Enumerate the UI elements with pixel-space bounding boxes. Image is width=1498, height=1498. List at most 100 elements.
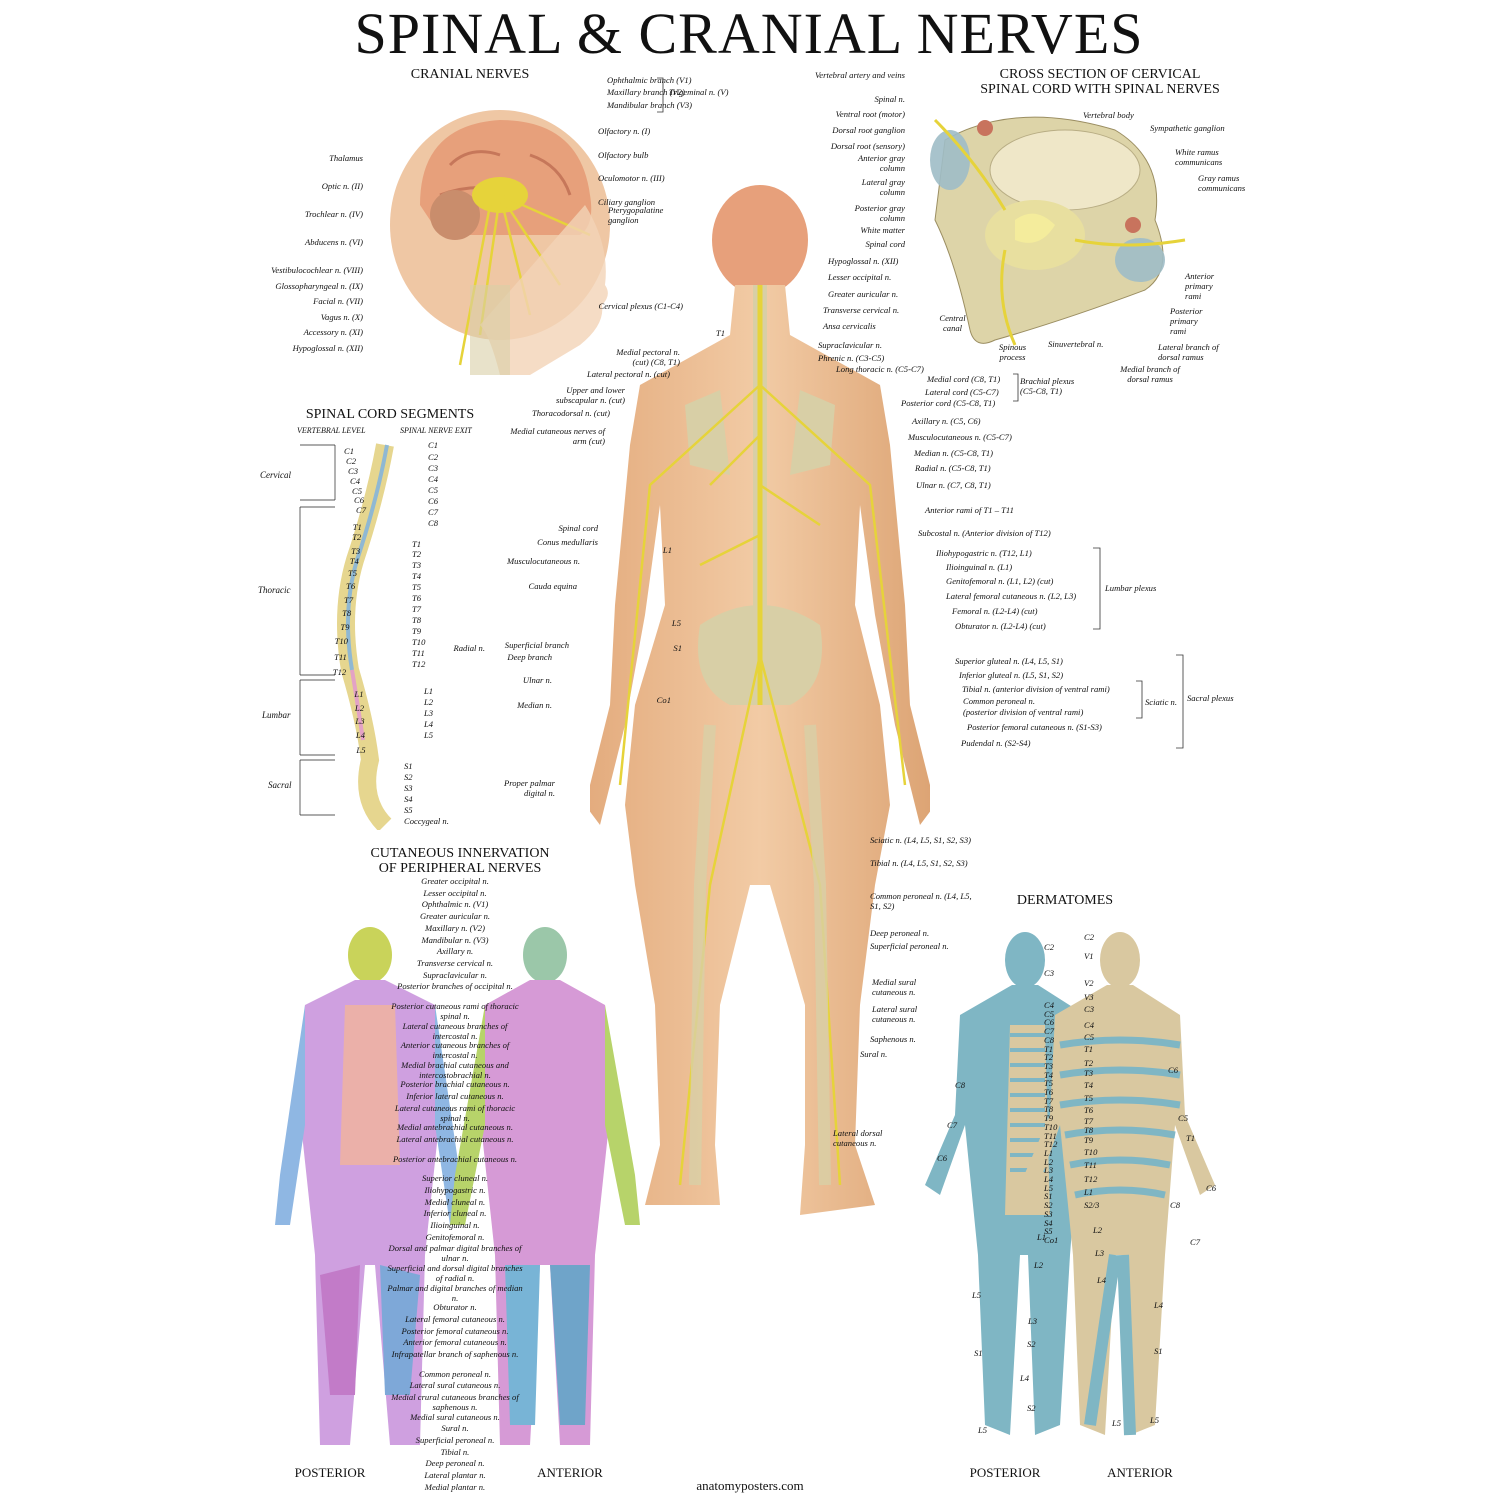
dermatome-ant-side-label: T1: [1186, 1133, 1196, 1143]
head-illustration: [390, 110, 610, 375]
central-right-label: Supraclavicular n.: [818, 340, 882, 350]
dermatome-post-label: C7: [1044, 1026, 1055, 1037]
cutaneous-label: Superficial and dorsal digital branches …: [387, 1263, 523, 1283]
cross-label: Anterior gray column: [857, 153, 905, 173]
central-left-label: Cauda equina: [528, 581, 577, 591]
nerve-exit: C4: [428, 474, 439, 484]
cranial-label: Optic n. (II): [321, 181, 363, 191]
nerve-exit: T8: [412, 615, 422, 625]
cutaneous-heading-line: OF PERIPHERAL NERVES: [378, 861, 542, 876]
central-left-label: Proper palmar digital n.: [503, 778, 555, 798]
cutaneous-label: Obturator n.: [433, 1302, 477, 1313]
vertebral-level: T11: [334, 652, 347, 662]
dermatome-ant-label: S2/3: [1084, 1200, 1100, 1210]
cross-label: Vertebral artery and veins: [815, 70, 905, 80]
nerve-exit: L1: [424, 686, 434, 696]
dermatome-post-side-label: L5: [972, 1290, 982, 1300]
vertebral-level: T3: [351, 546, 361, 556]
cutaneous-label: Lateral cutaneous rami of thoracic spina…: [394, 1102, 516, 1123]
leg-label: Tibial n. (L4, L5, S1, S2, S3): [870, 858, 968, 868]
cutaneous-figures: [275, 927, 640, 1445]
cutaneous-label: Transverse cervical n.: [416, 957, 494, 968]
cross-heading-line: CROSS SECTION OF CERVICAL: [999, 67, 1201, 82]
dermatome-post-label: L5: [1044, 1182, 1054, 1193]
cutaneous-label: Common peroneal n.: [418, 1368, 491, 1379]
cutaneous-posterior-caption: POSTERIOR: [294, 1465, 366, 1480]
dermatome-post-label: C6: [1044, 1017, 1055, 1028]
dermatome-post-side-label: S1: [974, 1348, 983, 1358]
cranial-heading: CRANIAL NERVES: [410, 67, 530, 82]
cranial-label: Oculomotor n. (III): [598, 173, 665, 183]
group-thoracic: Thoracic: [258, 585, 291, 595]
central-left-label: Conus medullaris: [537, 537, 598, 547]
dermatome-ant-label: T2: [1084, 1058, 1094, 1068]
dermatome-post-side-label: L4: [1020, 1373, 1030, 1383]
central-right-label: Phrenic n. (C3-C5): [818, 353, 885, 363]
cranial-label: Mandibular branch (V3): [607, 99, 692, 110]
cross-label: Medial branch of dorsal ramus: [1120, 364, 1180, 384]
cutaneous-label: Inferior cluneal n.: [423, 1208, 487, 1219]
vertebral-level: L3: [355, 716, 365, 726]
nerve-exit: S1: [404, 761, 413, 771]
dermatome-post-label: T8: [1044, 1104, 1054, 1115]
vertebral-level: T4: [349, 556, 359, 566]
dermatome-post-label: S5: [1044, 1226, 1053, 1237]
leg-label: Saphenous n.: [870, 1034, 916, 1044]
dermatome-ant-label: T1: [1084, 1044, 1094, 1054]
cutaneous-label: Superior cluneal n.: [421, 1173, 489, 1184]
dermatome-ant-label: T10: [1084, 1147, 1098, 1157]
cranial-label: Maxillary branch (V2): [607, 87, 685, 98]
dermatome-ant-label: L2: [1093, 1225, 1103, 1235]
dermatome-post-side-label: C8: [955, 1080, 966, 1090]
central-right-label: Superior gluteal n. (L4, L5, S1): [955, 656, 1063, 666]
cutaneous-label: Greater auricular n.: [419, 911, 491, 922]
dermatome-ant-label: T9: [1084, 1135, 1094, 1145]
cutaneous-label: Lateral cutaneous branches of intercosta…: [402, 1020, 508, 1041]
sciatic-label: Sciatic n.: [1145, 697, 1177, 707]
cranial-label: Ophthalmic branch (V1): [607, 75, 692, 85]
cutaneous-label: Lateral sural cutaneous n.: [409, 1380, 501, 1391]
cross-label: Sinuvertebral n.: [1048, 339, 1104, 349]
nerve-exit: C8: [428, 518, 439, 528]
dermatome-ant-label: T6: [1084, 1105, 1094, 1115]
vertebral-level: T7: [344, 595, 354, 605]
dermatome-posterior-caption: POSTERIOR: [969, 1465, 1041, 1480]
nerve-exit: T10: [412, 637, 426, 647]
cutaneous-label: Posterior branches of occipital n.: [397, 981, 513, 992]
cranial-label: Olfactory n. (I): [598, 126, 651, 136]
central-right-label: Tibial n. (anterior division of ventral …: [962, 684, 1110, 694]
nerve-exit: C3: [428, 463, 439, 473]
vertebral-level: L1: [354, 689, 364, 699]
vertebral-level-header: VERTEBRAL LEVEL: [297, 426, 366, 435]
dermatome-ant-label: C2: [1084, 932, 1095, 942]
cross-heading-line: SPINAL CORD WITH SPINAL NERVES: [980, 82, 1220, 97]
dermatome-post-label: S3: [1044, 1208, 1053, 1219]
cutaneous-label: Medial brachial cutaneous and intercosto…: [401, 1059, 509, 1080]
dermatome-post-label: T7: [1044, 1095, 1054, 1106]
leg-label: Sural n.: [860, 1049, 888, 1059]
dermatome-post-label: C3: [1044, 968, 1055, 978]
cutaneous-label: Posterior femoral cutaneous n.: [401, 1325, 509, 1336]
nerve-exit: S5: [404, 805, 413, 815]
nerve-exit: Coccygeal n.: [404, 816, 449, 826]
cross-label: White matter: [860, 225, 905, 235]
trigeminal-label: Trigeminal n. (V): [669, 87, 729, 97]
central-right-label: Ilioinguinal n. (L1): [946, 562, 1013, 572]
cranial-label: Vestibulocochlear n. (VIII): [271, 265, 363, 275]
central-left-label: Thoracodorsal n. (cut): [531, 408, 610, 418]
cross-label: Lateral branch of dorsal ramus: [1158, 342, 1219, 362]
central-left-label: Spinal cord: [558, 523, 598, 533]
cutaneous-label: Lateral plantar n.: [424, 1470, 486, 1481]
dermatome-post-label: T1: [1044, 1043, 1054, 1054]
dermatome-ant-label: T11: [1084, 1160, 1097, 1170]
dermatome-ant-side-label: C7: [1190, 1237, 1201, 1247]
dermatome-post-label: C2: [1044, 942, 1055, 952]
cutaneous-label: Ilioinguinal n.: [430, 1220, 480, 1230]
cross-heading: CROSS SECTION OF CERVICAL SPINAL CORD WI…: [960, 67, 1240, 97]
cross-label: Lateral gray column: [861, 177, 905, 197]
group-lumbar: Lumbar: [262, 710, 291, 720]
dermatome-ant-side-label: C6: [1168, 1065, 1179, 1075]
poster-title: SPINAL & CRANIAL NERVES: [354, 1, 1144, 66]
dermatome-ant-label: V2: [1084, 978, 1094, 988]
cutaneous-label: Superficial peroneal n.: [415, 1435, 495, 1445]
